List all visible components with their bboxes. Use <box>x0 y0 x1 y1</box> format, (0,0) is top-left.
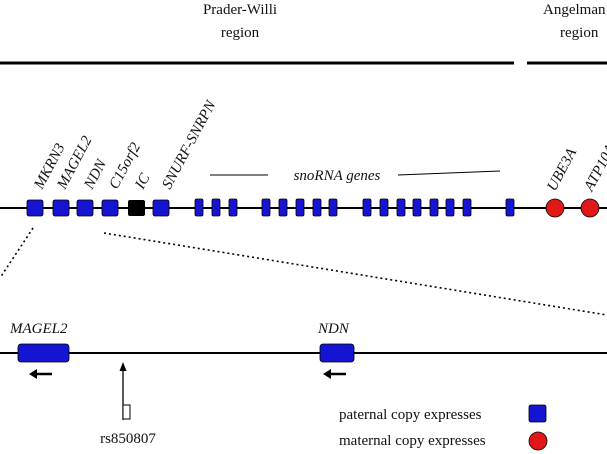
legend-maternal-label: maternal copy expresses <box>339 433 486 449</box>
gene-box-magel2 <box>52 199 70 217</box>
paternal-gene-boxes <box>26 199 170 217</box>
arrow-left-icon <box>29 369 52 379</box>
gene-label-snurf-snrpn: SNURF-SNRPN <box>159 97 219 191</box>
legend-maternal-circle-icon <box>528 431 548 451</box>
snorna-gene-boxes <box>194 198 515 217</box>
snorna-box <box>328 198 338 217</box>
legend-paternal-box-icon <box>528 404 547 423</box>
snorna-box <box>462 198 472 217</box>
snorna-box <box>228 198 238 217</box>
snorna-box <box>312 198 322 217</box>
gene-label-atp10a: ATP10A <box>581 141 607 195</box>
zoom-line-left <box>0 227 34 279</box>
angelman-label-line1: Angelman <box>543 2 606 18</box>
gene-box-snurf-snrpn <box>152 199 170 217</box>
snorna-line-right <box>397 170 501 176</box>
gene-label-ndn: NDN <box>81 156 111 193</box>
snp-marker-icon <box>119 362 131 420</box>
maternal-gene-circles <box>545 198 600 218</box>
gene-label-ic: IC <box>132 170 154 193</box>
prader-willi-label-line1: Prader-Willi <box>203 2 277 18</box>
snorna-box <box>211 198 221 217</box>
snorna-box <box>379 198 389 217</box>
gene-circle-ube3a <box>545 198 565 218</box>
gene-box-c15orf2 <box>101 199 119 217</box>
detail-gene-label-ndn: NDN <box>317 321 350 337</box>
snorna-box <box>396 198 406 217</box>
gene-box-ndn <box>76 199 94 217</box>
snorna-box <box>194 198 204 217</box>
arrow-left-icon <box>323 369 346 379</box>
detail-gene-box-ndn <box>319 343 355 363</box>
detail-gene-box-magel2 <box>17 343 70 363</box>
imprinting-center-box <box>128 200 145 216</box>
snorna-box <box>362 198 372 217</box>
gene-label-ube3a: UBE3A <box>544 145 580 194</box>
snp-label: rs850807 <box>100 431 156 447</box>
angelman-label-line2: region <box>560 25 599 41</box>
snorna-box <box>261 198 271 217</box>
snorna-box <box>295 198 305 217</box>
legend-paternal-label: paternal copy expresses <box>339 407 482 423</box>
detail-gene-label-magel2: MAGEL2 <box>9 321 68 337</box>
snorna-box <box>412 198 422 217</box>
zoom-line-right <box>103 232 607 316</box>
snorna-box <box>278 198 288 217</box>
snorna-box <box>505 198 515 217</box>
gene-box-mkrn3 <box>26 199 44 217</box>
prader-willi-label-line2: region <box>221 25 260 41</box>
snorna-label: snoRNA genes <box>294 168 381 184</box>
gene-circle-atp10a <box>580 198 600 218</box>
snorna-box <box>445 198 455 217</box>
snorna-box <box>429 198 439 217</box>
